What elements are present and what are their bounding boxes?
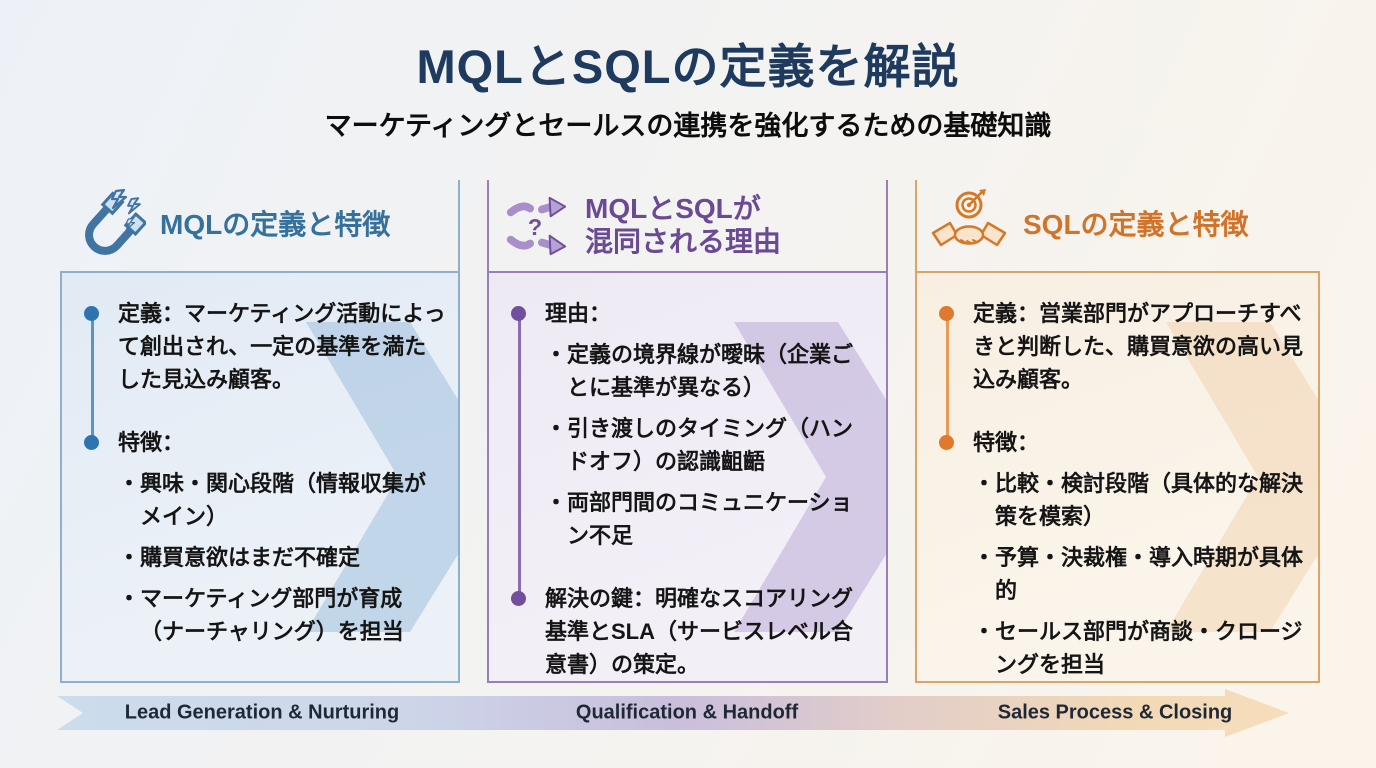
bullet-dot [939,435,954,450]
confusion-arrows-icon: ? [501,191,571,261]
timeline-connector [946,319,949,443]
handshake-target-icon [929,188,1009,263]
title-line: MQLとSQLが [585,193,761,225]
sub-list-item: ・セールス部門が商談・クロージングを担当 [973,619,1303,677]
item-text: 理由： [545,301,612,326]
page-subtitle: マーケティングとセールスの連携を強化するための基礎知識 [324,111,1052,141]
bullet-dot [84,306,99,321]
column-confusion-title: MQLとSQLが 混同される理由 [585,193,781,257]
sub-list-item: ・興味・関心段階（情報収集がメイン） [118,471,427,529]
column-sql: SQLの定義と特徴 定義：営業部門がアプローチすべきと判断した、購買意欲の高い見… [915,180,1320,683]
item-text: 定義：営業部門がアプローチすべきと判断した、購買意欲の高い見込み顧客。 [973,301,1304,392]
timeline-connector [91,319,94,443]
list-item: 理由： ・定義の境界線が曖昧（企業ごとに基準が異なる） ・引き渡しのタイミング（… [509,297,874,552]
column-sql-body: 定義：営業部門がアプローチすべきと判断した、購買意欲の高い見込み顧客。 特徴： … [915,271,1320,683]
flow-stage-label: Qualification & Handoff [575,701,799,724]
column-mql-body: 定義：マーケティング活動によって創出され、一定の基準を満たした見込み顧客。 特徴… [60,271,460,683]
flow-stage-label: Sales Process & Closing [997,701,1233,724]
list-item: 定義：マーケティング活動によって創出され、一定の基準を満たした見込み顧客。 [82,297,446,396]
column-mql-title: MQLの定義と特徴 [160,209,391,241]
sub-list-item: ・マーケティング部門が育成（ナーチャリング）を担当 [118,586,404,644]
item-text: 定義：マーケティング活動によって創出され、一定の基準を満たした見込み顧客。 [118,301,446,392]
column-mql-header: MQLの定義と特徴 [60,180,460,271]
column-mql: MQLの定義と特徴 定義：マーケティング活動によって創出され、一定の基準を満たし… [60,180,460,683]
list-item: 解決の鍵：明確なスコアリング基準とSLA（サービスレベル合意書）の策定。 [509,582,874,681]
sub-list-item: ・購買意欲はまだ不確定 [118,545,361,570]
list-item: 特徴： ・比較・検討段階（具体的な解決策を模索） ・予算・決裁権・導入時期が具体… [937,426,1306,681]
column-confusion-header: ? MQLとSQLが 混同される理由 [487,180,888,271]
item-text: 特徴： [118,430,185,455]
timeline-connector [518,319,521,599]
list-item: 特徴： ・興味・関心段階（情報収集がメイン） ・購買意欲はまだ不確定 ・マーケテ… [82,426,446,648]
flow-arrow-band [57,689,1289,737]
process-flow-arrow: Lead Generation & Nurturing Qualificatio… [57,689,1289,737]
sub-list-item: ・比較・検討段階（具体的な解決策を模索） [973,471,1304,529]
column-confusion: ? MQLとSQLが 混同される理由 理由： ・定義の境界線が曖昧（企業ごとに基… [487,180,888,683]
bullet-dot [511,306,526,321]
sub-list-item: ・定義の境界線が曖昧（企業ごとに基準が異なる） [545,342,854,400]
sub-list-item: ・予算・決裁権・導入時期が具体的 [973,545,1304,603]
svg-text:?: ? [528,213,542,239]
page-title: MQLとSQLの定義を解説 [416,40,960,93]
bullet-dot [939,306,954,321]
item-text: 解決の鍵：明確なスコアリング基準とSLA（サービスレベル合意書）の策定。 [545,586,854,677]
bullet-dot [84,435,99,450]
flow-stage-label: Lead Generation & Nurturing [124,701,400,724]
item-text: 特徴： [973,430,1040,455]
column-sql-header: SQLの定義と特徴 [915,180,1320,271]
bullet-dot [511,591,526,606]
sub-list-item: ・引き渡しのタイミング（ハンドオフ）の認識齟齬 [545,416,854,474]
column-sql-title: SQLの定義と特徴 [1023,209,1249,241]
magnet-icon [72,188,146,263]
column-confusion-body: 理由： ・定義の境界線が曖昧（企業ごとに基準が異なる） ・引き渡しのタイミング（… [487,271,888,683]
list-item: 定義：営業部門がアプローチすべきと判断した、購買意欲の高い見込み顧客。 [937,297,1306,396]
sub-list-item: ・両部門間のコミュニケーション不足 [545,490,853,548]
title-line: 混同される理由 [585,225,782,257]
